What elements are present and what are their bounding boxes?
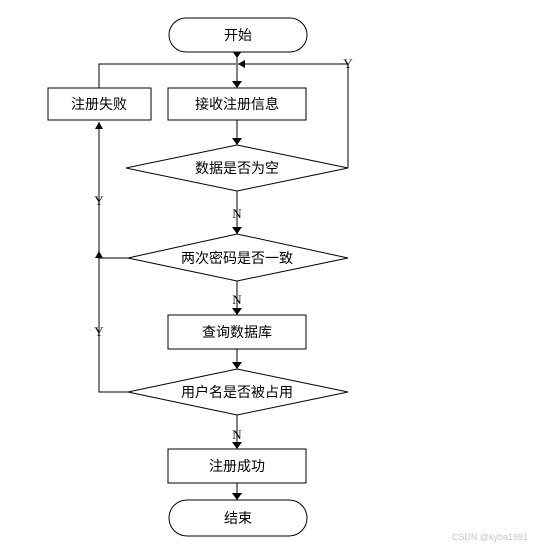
watermark: CSDN @kyba1991 [452,532,528,542]
register-fail-label: 注册失败 [71,97,127,113]
register-success-node: 注册成功 [167,448,307,484]
edge-label-empty-yes: Y [343,56,353,71]
arrowhead-receive-input-top [232,51,242,58]
query-db-label: 查询数据库 [202,325,272,341]
check-empty-diamond [125,144,349,192]
edge-fail-to-receive-loop [98,63,236,88]
register-success-box [167,448,307,484]
receive-info-label: 接收注册信息 [195,96,279,113]
receive-info-node: 接收注册信息 [167,87,307,121]
arrowhead-into-success [232,442,242,449]
arrowhead-into-end [232,493,242,500]
end-node: 结束 [168,499,308,537]
arrowhead-into-receive [232,81,242,88]
query-db-node: 查询数据库 [167,314,307,350]
edge-check-passwords-yes [98,122,128,259]
edge-label-empty-no: N [232,206,242,221]
arrowhead-into-check-username [232,362,242,369]
edge-label-username-yes: Y [94,324,104,339]
register-fail-box [47,87,152,121]
check-passwords-label: 两次密码是否一致 [181,250,293,267]
arrowhead-into-check-passwords [232,227,242,234]
arrowhead-junction-up [95,251,103,258]
end-label: 结束 [224,511,252,527]
edge-labels: Y N Y N Y N [94,56,353,442]
edge-label-passwords-yes: Y [94,193,104,208]
arrowhead-into-query [232,308,242,315]
arrowhead-into-check-empty [232,138,242,145]
check-username-node: 用户名是否被占用 [127,368,349,416]
check-username-label: 用户名是否被占用 [181,384,293,401]
check-passwords-node: 两次密码是否一致 [127,233,349,282]
start-node: 开始 [168,17,308,53]
receive-info-box [167,87,307,121]
check-empty-label: 数据是否为空 [195,161,279,177]
start-terminal [168,17,308,53]
edge-label-username-no: N [232,427,242,442]
arrowhead-into-fail [95,122,103,129]
query-db-box [167,314,307,350]
start-label: 开始 [224,28,252,44]
register-fail-node: 注册失败 [47,87,152,121]
check-empty-node: 数据是否为空 [125,144,349,192]
end-terminal [168,499,308,537]
check-username-diamond [127,368,349,416]
edge-check-empty-yes-loop [238,63,349,168]
edge-label-passwords-no: N [232,292,242,307]
register-success-label: 注册成功 [209,459,265,475]
edge-check-username-yes [98,258,128,393]
arrowhead-empty-loop-join [238,60,245,68]
arrowheads [95,51,245,500]
check-passwords-diamond [127,233,349,282]
